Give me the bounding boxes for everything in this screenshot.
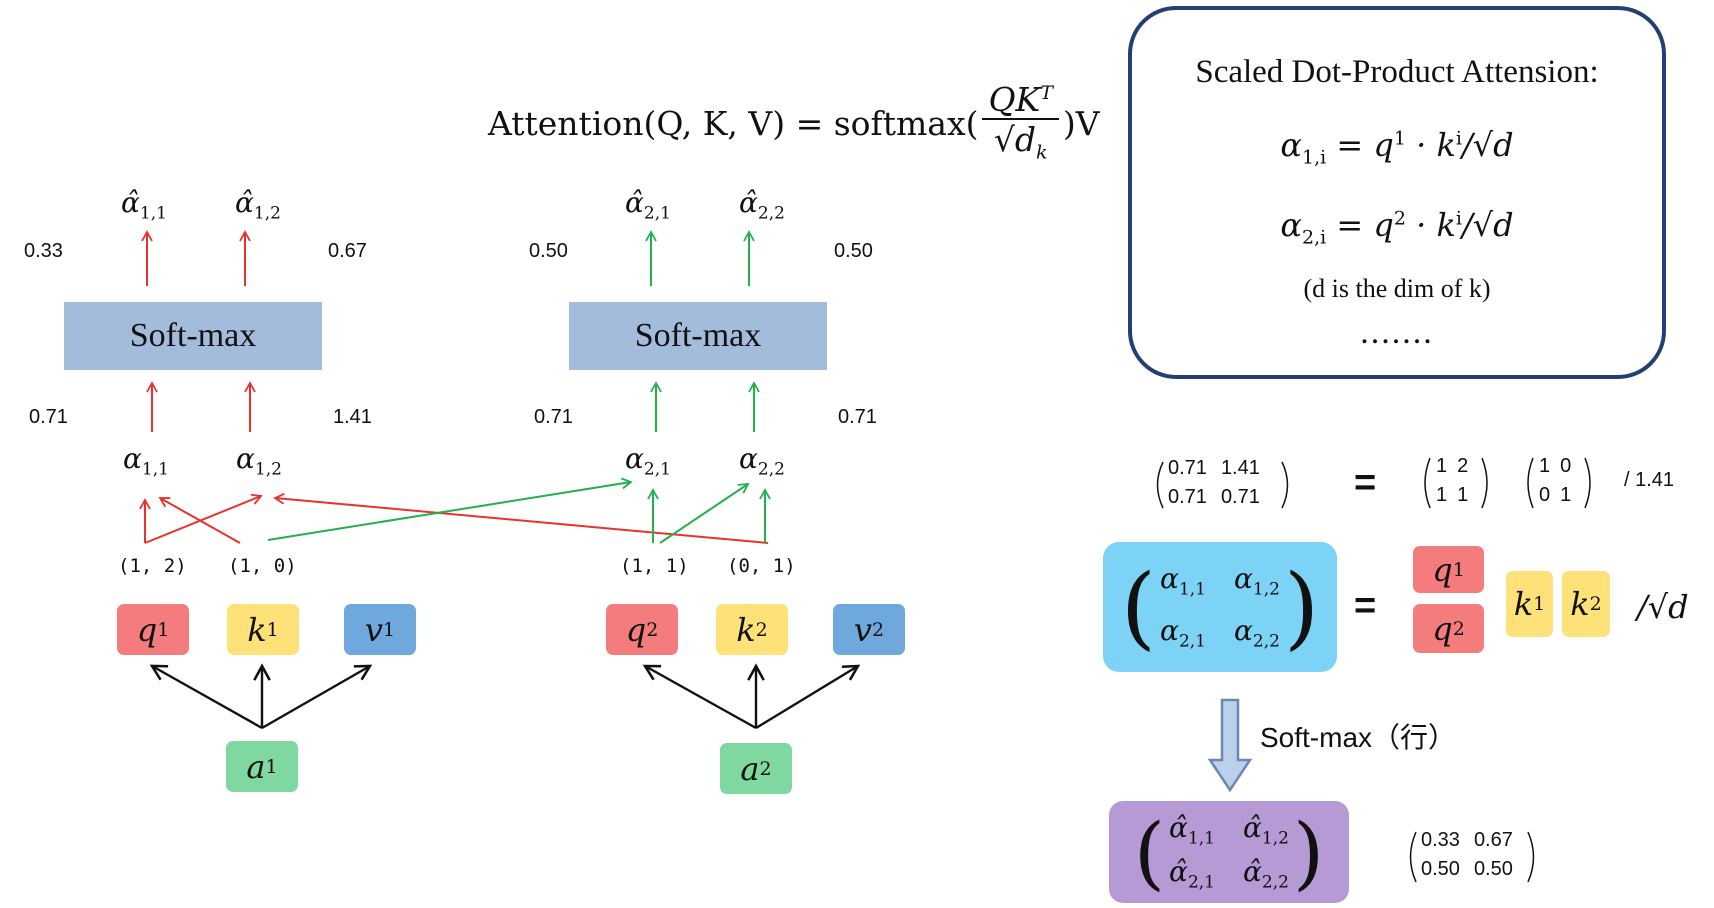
right-softmax-box: Soft-max: [569, 302, 827, 370]
right-coord-2: (0, 1): [727, 555, 796, 577]
result-matrix-right-paren: ): [1292, 805, 1325, 899]
formula-numerator: QK: [988, 80, 1041, 119]
paren-left-small-3: [1527, 457, 1534, 509]
left-score-2: α1,2: [236, 442, 282, 480]
paren-right-small-3: [1584, 457, 1591, 509]
left-output-value-2: 0.67: [328, 240, 367, 262]
symbolic-divisor: /√d: [1637, 588, 1689, 626]
left-coord-2: (1, 0): [228, 555, 297, 577]
numeric-divisor: / 1.41: [1624, 469, 1675, 491]
arrow-k2-q1: [273, 493, 769, 544]
left-input-value-1: 0.71: [29, 406, 68, 428]
arrow-q1-k1: [144, 493, 263, 544]
paren-right-small-2: [1481, 457, 1488, 509]
panel-ellipsis: .......: [1360, 314, 1434, 351]
score-matrix-box: ( α1,1 α1,2 α2,1 α2,2 ): [1103, 542, 1337, 672]
panel-note: (d is the dim of k): [1303, 274, 1491, 303]
formula-rhs: )V: [1062, 103, 1100, 143]
arrow-a2-q2: [645, 666, 757, 730]
right-output-value-2: 0.50: [834, 240, 873, 262]
scaled-dot-product-panel: Scaled Dot-Product Attension: α1,i = q1 …: [1128, 6, 1666, 379]
right-output-value-1: 0.50: [529, 240, 568, 262]
result-matrix-box: ( α̂1,1 α̂1,2 α̂2,1 α̂2,2 ): [1109, 801, 1349, 903]
left-softmax-box: Soft-max: [64, 302, 322, 370]
paren-right-small-1: [1281, 461, 1289, 509]
left-coord-1: (1, 2): [118, 555, 187, 577]
formula-fraction: QKT √dk: [982, 80, 1059, 165]
score-matrix-right-paren: ): [1283, 554, 1320, 660]
panel-equation-1: α1,i = q1 · ki/√d: [1280, 126, 1514, 169]
numeric-equals: =: [1354, 462, 1377, 504]
formula-lhs: Attention(Q, K, V) = softmax(: [488, 103, 979, 143]
softmax-step-label: Soft-max（行）: [1260, 722, 1457, 753]
arrow-a1-v1: [261, 666, 370, 730]
left-output-value-1: 0.33: [24, 240, 63, 262]
left-output-1: α̂1,1: [121, 186, 167, 224]
arrow-k1-q2: [267, 477, 633, 541]
result-matrix-left-paren: (: [1133, 805, 1166, 899]
left-score-1: α1,1: [123, 442, 169, 480]
right-input-value-1: 0.71: [534, 406, 573, 428]
score-matrix: α1,1 α1,2 α2,1 α2,2: [1160, 562, 1280, 652]
right-input-value-2: 0.71: [838, 406, 877, 428]
symbolic-equals: =: [1354, 585, 1377, 627]
formula-denominator: √d: [993, 120, 1036, 160]
paren-left-small-1: [1156, 461, 1164, 509]
formula-numerator-sup: T: [1040, 82, 1053, 104]
formula-denominator-sub: k: [1035, 141, 1048, 164]
score-matrix-left-paren: (: [1120, 554, 1157, 660]
result-matrix: α̂1,1 α̂1,2 α̂2,1 α̂2,2: [1169, 811, 1289, 893]
right-output-1: α̂2,1: [625, 186, 671, 224]
right-score-2: α2,2: [739, 442, 785, 480]
paren-right-small-4: [1527, 831, 1535, 883]
right-coord-1: (1, 1): [620, 555, 689, 577]
paren-left-small-4: [1409, 831, 1417, 883]
arrow-a2-v2: [755, 666, 858, 730]
paren-left-small-2: [1424, 457, 1431, 509]
left-input-value-2: 1.41: [333, 406, 372, 428]
panel-title: Scaled Dot-Product Attension:: [1195, 54, 1599, 90]
panel-equation-2: α2,i = q2 · ki/√d: [1280, 206, 1514, 249]
right-output-2: α̂2,2: [739, 186, 785, 224]
arrow-q2-k2: [659, 482, 750, 544]
right-score-1: α2,1: [625, 442, 671, 480]
attention-formula: Attention(Q, K, V) = softmax( QKT √dk )V: [488, 80, 1100, 165]
arrow-a1-q1: [152, 666, 263, 730]
softmax-down-arrow: [1207, 698, 1253, 793]
left-output-2: α̂1,2: [235, 186, 281, 224]
arrow-k1-q1: [158, 497, 241, 544]
